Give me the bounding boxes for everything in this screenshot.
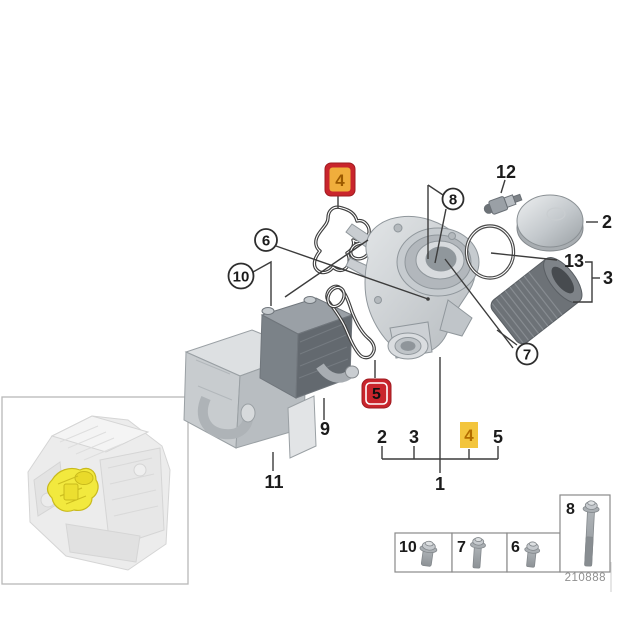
- yellow-highlight-4-label: 4: [464, 426, 474, 445]
- yellow-highlight-4: 4: [460, 422, 478, 448]
- oil-filter-element-part: [490, 257, 583, 345]
- oil-cooler-gasket-part: [325, 284, 376, 360]
- circled-callout-8-label: 8: [449, 192, 457, 209]
- bolt-icon-10: [419, 540, 438, 567]
- bolt-icon-6: [524, 541, 541, 568]
- highlighted-part-icon: [46, 467, 99, 512]
- callout-11: 11: [264, 472, 283, 492]
- callout-3: 3: [603, 268, 613, 288]
- red-badge-4: 4: [324, 162, 356, 197]
- fastener-label-6: 6: [511, 539, 520, 556]
- circled-callout-7: 7: [515, 342, 539, 366]
- circled-callout-7-label: 7: [523, 347, 531, 364]
- oil-filter-housing-part: [345, 215, 480, 360]
- o-ring-part: [464, 224, 516, 280]
- red-badge-5-label: 5: [372, 386, 381, 403]
- fastener-legend: [394, 494, 611, 573]
- circled-callout-10: 10: [227, 262, 255, 290]
- fastener-label-10: 10: [399, 539, 417, 556]
- fastener-label-8: 8: [566, 501, 575, 518]
- red-badge-4-label: 4: [335, 171, 345, 190]
- engine-ghost-drawing: [27, 415, 171, 571]
- bracket-callout-5: 5: [493, 427, 503, 447]
- oil-cooler-part: [259, 296, 359, 399]
- filter-cap-part: [516, 194, 584, 252]
- bracket-callout-3: 3: [409, 427, 419, 447]
- red-badge-5: 5: [361, 378, 392, 409]
- fastener-label-7: 7: [457, 539, 466, 556]
- callout-12: 12: [496, 162, 516, 182]
- bracket-callout-2: 2: [377, 427, 387, 447]
- circled-callout-10-label: 10: [233, 269, 250, 286]
- bolt-icon-8: [582, 500, 600, 567]
- callout-1: 1: [435, 474, 445, 494]
- oil-pressure-switch-part: [483, 193, 523, 215]
- circled-callout-6: 6: [254, 228, 278, 252]
- circled-callout-8: 8: [441, 187, 465, 211]
- callout-2: 2: [602, 212, 612, 232]
- bolt-icon-7: [470, 537, 486, 569]
- leader-lines: [252, 179, 600, 471]
- callout-13: 13: [564, 251, 584, 271]
- drawing-number: 210888: [565, 572, 606, 584]
- bracket-group-lines: [381, 357, 499, 473]
- circled-callout-6-label: 6: [262, 233, 270, 250]
- callout-9: 9: [320, 419, 330, 439]
- engine-thumbnail-box: [1, 396, 189, 585]
